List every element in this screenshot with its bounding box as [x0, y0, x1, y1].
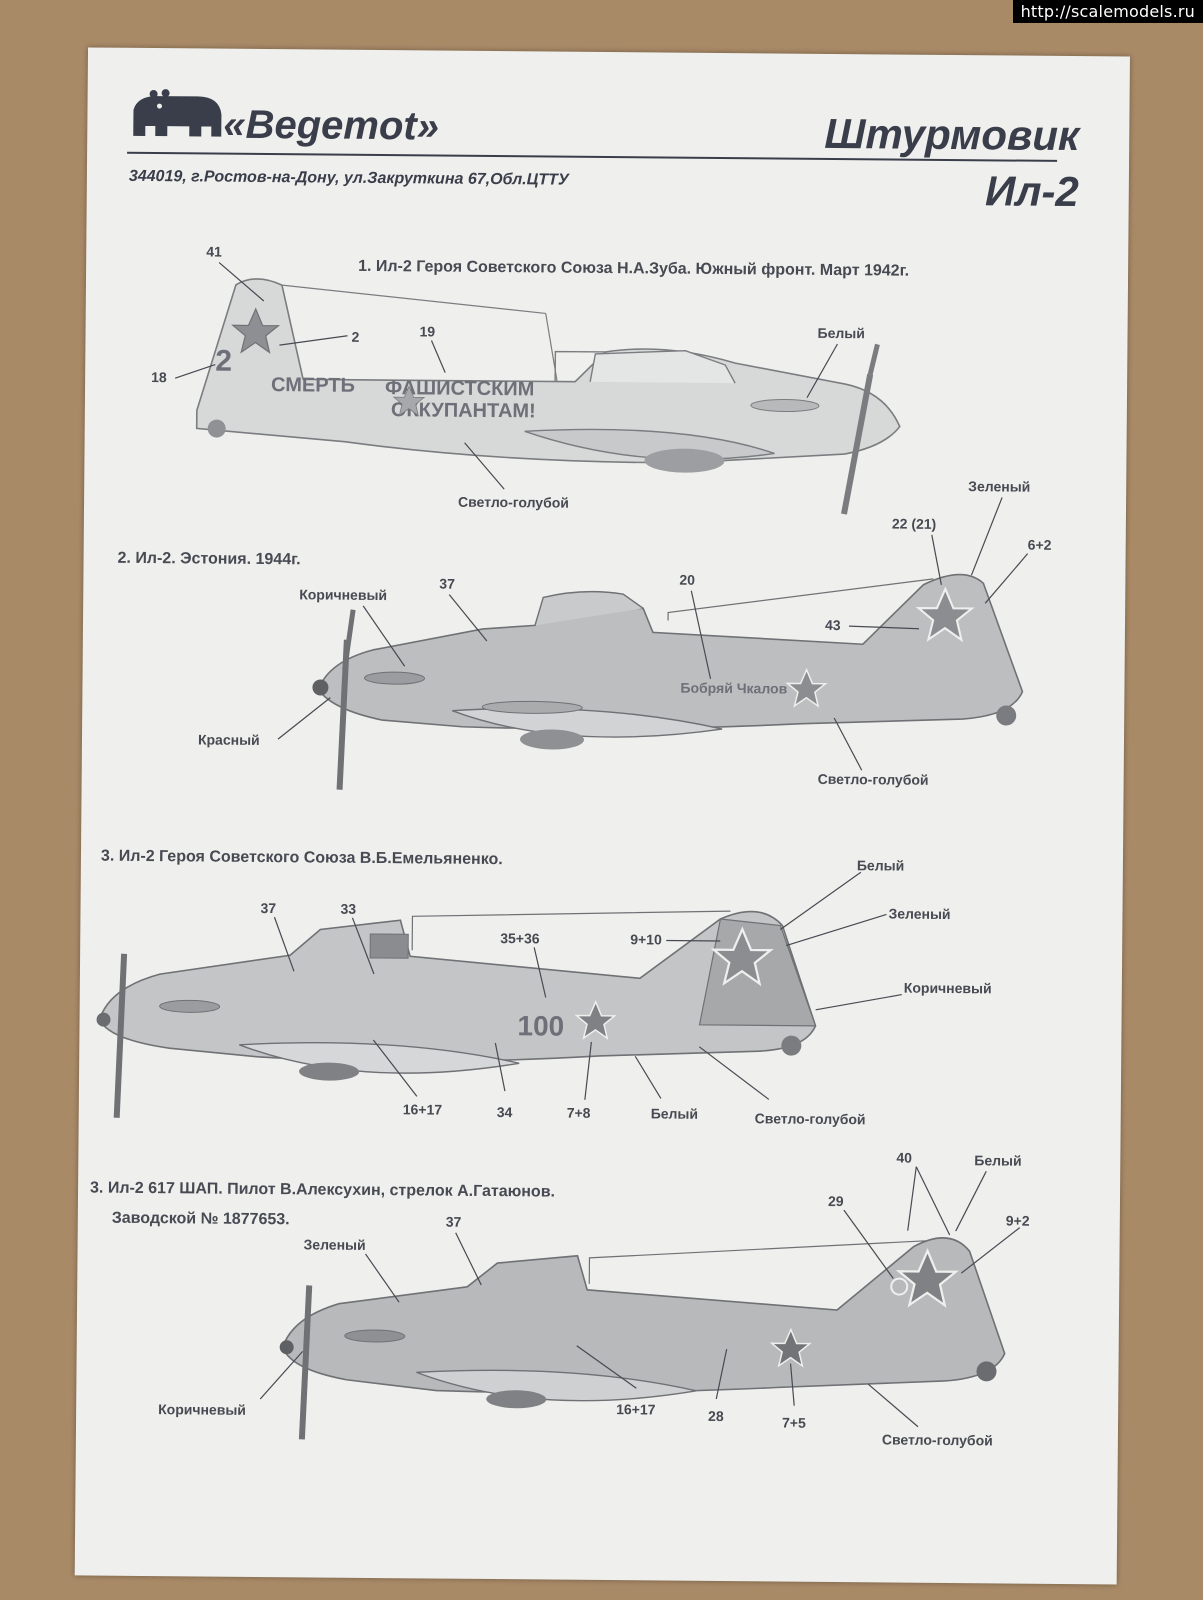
scheme-4-label-40: 40 [896, 1150, 912, 1166]
scheme-1-label-18: 18 [151, 369, 167, 385]
scheme-3-label-16-17: 16+17 [403, 1101, 443, 1117]
hippo-logo-icon [133, 89, 222, 137]
instruction-sheet: «Begemot» 344019, г.Ростов-на-Дону, ул.З… [74, 47, 1130, 1585]
scheme-1-tail-number: 2 [215, 345, 232, 378]
scheme-3-side-number: 100 [517, 1010, 564, 1041]
scheme-1-label-19: 19 [419, 323, 435, 339]
site-watermark: http://scalemodels.ru [1012, 0, 1203, 23]
scheme-2-aircraft: Бобряй Чкалов 22 (21) Зеленый 6+2 Коричн… [198, 478, 1052, 790]
scheme-1-label-41: 41 [206, 243, 222, 259]
scheme-3-label-light-blue: Светло-голубой [755, 1110, 866, 1127]
scheme-4-label-light-blue: Светло-голубой [882, 1431, 993, 1448]
scheme-1-aircraft: 2 СМЕРТЬ ФАШИСТСКИМ ОККУПАНТАМ! 41 2 19 … [151, 243, 901, 515]
scheme-2-label-37: 37 [439, 576, 455, 592]
slogan-part-3: ОККУПАНТАМ! [391, 399, 536, 422]
scheme-4-label-28: 28 [708, 1408, 724, 1424]
scheme-2-label-20: 20 [679, 572, 695, 588]
scheme-1-label-2: 2 [351, 329, 359, 345]
scheme-2-label-red: Красный [198, 731, 260, 748]
scheme-4-label-brown: Коричневый [158, 1401, 246, 1418]
scheme-1-label-light-blue: Светло-голубой [458, 494, 569, 511]
scheme-3-label-green: Зеленый [888, 905, 950, 922]
scheme-2-label-43: 43 [825, 617, 841, 633]
scheme-4-label-37: 37 [446, 1214, 462, 1230]
scheme-2-label-brown: Коричневый [299, 586, 387, 603]
scheme-2-fuselage-inscription: Бобряй Чкалов [680, 680, 787, 697]
scheme-2-label-22-21: 22 (21) [892, 515, 936, 531]
slogan-part-2: ФАШИСТСКИМ [385, 377, 535, 400]
scheme-3-label-9-10: 9+10 [630, 931, 662, 947]
scheme-4-label-white: Белый [974, 1152, 1021, 1168]
scheme-4-label-9-2: 9+2 [1006, 1213, 1030, 1229]
scheme-1-label-white: Белый [817, 325, 864, 341]
scheme-3-label-7-8: 7+8 [567, 1105, 591, 1121]
scheme-3-label-white-bottom: Белый [651, 1105, 698, 1121]
scheme-3-label-33: 33 [340, 901, 356, 917]
scheme-3-label-white-top: Белый [857, 857, 904, 873]
scheme-3-label-35-36: 35+36 [500, 930, 540, 946]
scheme-3-label-brown: Коричневый [904, 980, 992, 997]
scheme-4-aircraft: 40 Белый 29 9+2 37 Зеленый Коричневый 16… [158, 1150, 1030, 1449]
scheme-3-label-34: 34 [497, 1104, 513, 1120]
scheme-4-label-7-5: 7+5 [782, 1415, 806, 1431]
scheme-3-aircraft: 100 Белый Зеленый 37 33 35+36 9+10 [96, 857, 992, 1127]
scheme-4-label-green: Зеленый [304, 1236, 366, 1253]
scheme-2-label-6-2: 6+2 [1028, 537, 1052, 553]
scheme-2-label-green: Зеленый [968, 478, 1030, 495]
scheme-4-label-16-17: 16+17 [616, 1401, 656, 1417]
scheme-2-label-light-blue: Светло-голубой [818, 771, 929, 788]
aircraft-drawings: 2 СМЕРТЬ ФАШИСТСКИМ ОККУПАНТАМ! 41 2 19 … [96, 243, 1052, 1449]
scheme-4-label-29: 29 [828, 1193, 844, 1209]
slogan-part-1: СМЕРТЬ [271, 374, 355, 397]
scheme-3-label-37: 37 [260, 900, 276, 916]
